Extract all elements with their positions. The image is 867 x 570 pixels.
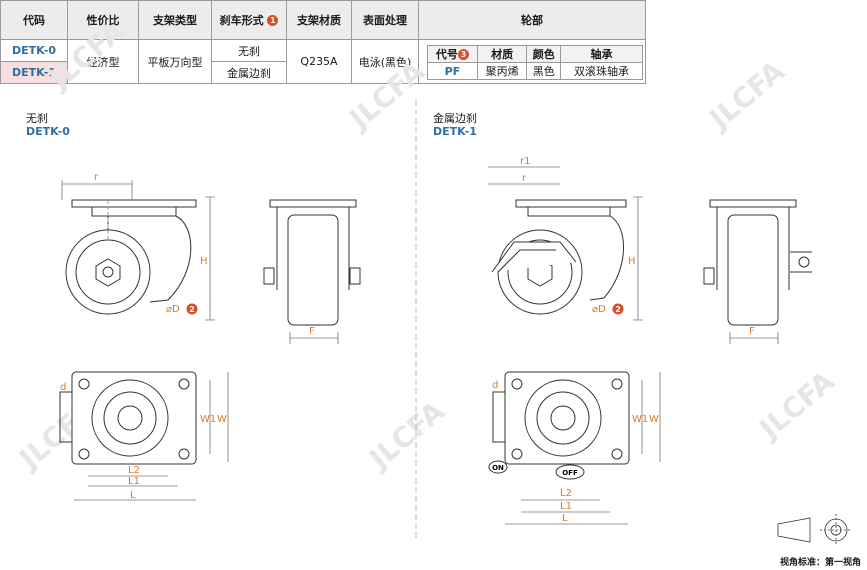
dim-r1-right: r1 — [520, 156, 530, 167]
svg-text:JLCFA: JLCFA — [752, 364, 841, 446]
header-brake-label: 刹车形式 — [219, 14, 264, 27]
right-side-view — [491, 199, 627, 315]
dim-w1-left: W1 — [200, 414, 216, 425]
right-view-code: DETK-1 — [433, 125, 477, 138]
brake-off-label: OFF — [562, 469, 578, 477]
projection-symbol — [777, 514, 852, 546]
header-code: 代码 — [0, 0, 68, 40]
left-view-code: DETK-0 — [26, 125, 70, 138]
dim-r-left: r — [94, 172, 99, 183]
dim-l1-left: L1 — [128, 476, 140, 487]
brake-badge: 1 — [267, 15, 279, 26]
wheel-code-badge: 3 — [457, 49, 469, 60]
projection-note: 视角标准：第一视角 — [779, 558, 861, 568]
spec-table: 代码 性价比 支架类型 刹车形式 1 支架材质 表面处理 轮部 DETK-0 经… — [0, 0, 646, 84]
right-view-title: 金属边刹 — [433, 112, 477, 125]
left-front-view — [263, 199, 361, 326]
svg-text:JLCFA: JLCFA — [42, 14, 131, 96]
row-code: DETK-1 — [0, 61, 68, 84]
dim-f-right: F — [749, 326, 755, 337]
left-view-title: 无刹 — [26, 112, 48, 125]
d-badge-right: 2 — [615, 305, 621, 314]
cell-brake: 金属边刹 — [211, 61, 287, 84]
dim-f-left: F — [309, 326, 315, 337]
header-material: 支架材质 — [286, 0, 352, 40]
wheel-row: PF 聚丙烯 黑色 双滚珠轴承 — [427, 62, 643, 80]
wheel-code: PF — [427, 62, 478, 80]
left-side-view — [65, 199, 197, 315]
wheel-header-code-label: 代号 — [435, 48, 458, 61]
dim-h-right: H — [628, 256, 636, 267]
spec-header-row: 代码 性价比 支架类型 刹车形式 1 支架材质 表面处理 轮部 — [0, 0, 646, 40]
dim-l-right: L — [562, 513, 568, 524]
wheel-bearing: 双滚珠轴承 — [560, 62, 643, 80]
cell-value: 经济型 — [67, 39, 139, 84]
svg-text:JLCFA: JLCFA — [702, 54, 791, 136]
cell-surface: 电泳(黑色) — [351, 39, 419, 84]
wheel-header-color: 颜色 — [526, 45, 562, 63]
dim-r-right: r — [522, 173, 527, 184]
dim-l2-left: L2 — [128, 465, 140, 476]
dim-l-left: L — [130, 490, 136, 501]
svg-text:JLCFA: JLCFA — [362, 394, 451, 476]
dim-h-left: H — [200, 256, 208, 267]
dim-d-right: ⌀D — [592, 304, 606, 315]
cell-bracket-type: 平板万向型 — [138, 39, 212, 84]
dim-l2-right: L2 — [560, 488, 572, 499]
left-top-view — [59, 371, 197, 465]
dim-w1-right: W1 — [632, 414, 648, 425]
dim-w-left: W — [217, 414, 227, 425]
dim-d-left: ⌀D — [166, 304, 180, 315]
svg-text:JLCFA: JLCFA — [342, 54, 431, 136]
dim-w-right: W — [649, 414, 659, 425]
cell-material: Q235A — [286, 39, 352, 84]
dimension-labels: r H F ⌀D d W W1 L2 L1 L r1 r H F ⌀D d W … — [60, 156, 755, 524]
dimension-lines — [61, 166, 779, 525]
dim-small-d-right: d — [492, 380, 498, 391]
d-badge-left: 2 — [189, 305, 195, 314]
right-front-view — [703, 199, 812, 326]
spec-row: DETK-1 金属边刹 — [0, 61, 646, 84]
dim-small-d-left: d — [60, 382, 66, 393]
right-top-view — [488, 371, 630, 480]
d-badge-left-dot — [186, 303, 198, 315]
dim-l1-right: L1 — [560, 501, 572, 512]
wheel-material: 聚丙烯 — [476, 62, 528, 80]
header-wheel: 轮部 — [418, 0, 646, 40]
wheel-color: 黑色 — [526, 62, 562, 80]
d-badge-right-dot — [612, 303, 624, 315]
brake-on-label: ON — [492, 464, 504, 472]
